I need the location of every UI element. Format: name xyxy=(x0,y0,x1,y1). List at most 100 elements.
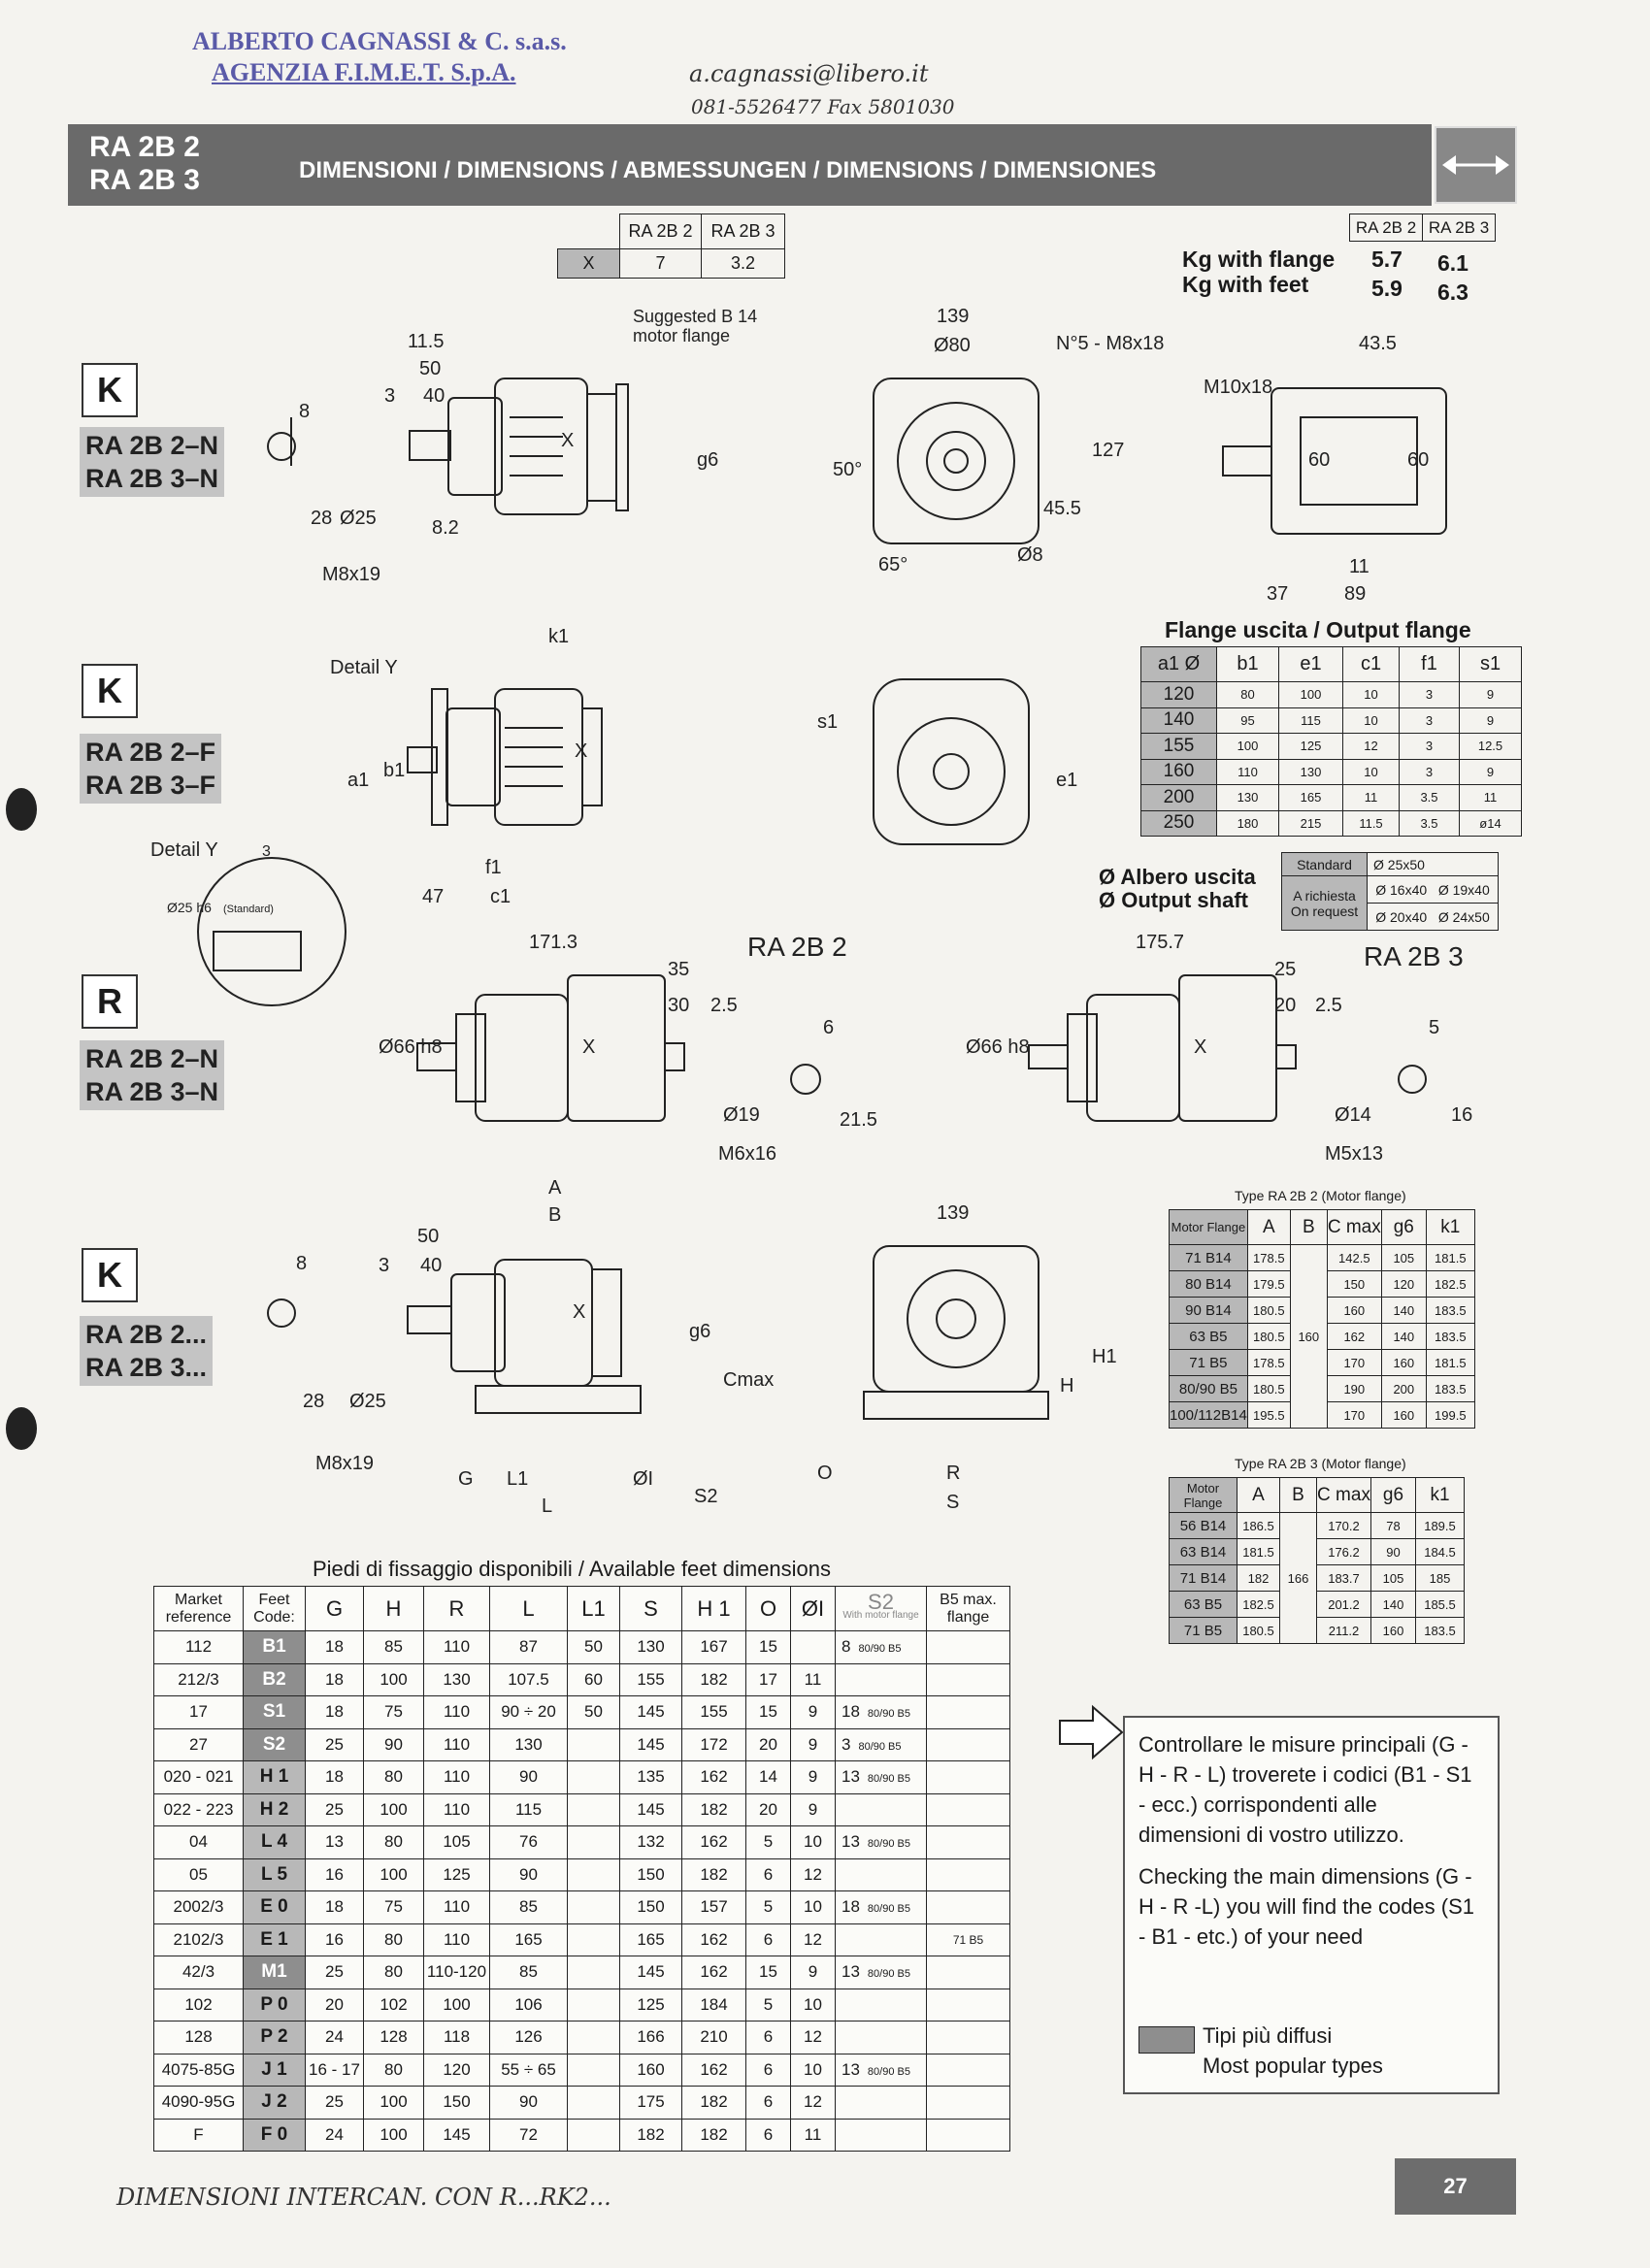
table-cell: 130 xyxy=(423,1662,490,1696)
col-header: g6 xyxy=(1370,1477,1416,1513)
table-cell: 4090-95G xyxy=(153,2086,244,2120)
table-cell: 178.5 xyxy=(1246,1349,1291,1376)
svg-text:L1: L1 xyxy=(507,1468,528,1490)
table-cell: 140 xyxy=(1380,1323,1427,1350)
table-cell: 120 xyxy=(1380,1270,1427,1298)
col-header: s1 xyxy=(1459,646,1522,682)
table-cell: 3 xyxy=(1399,707,1460,734)
table-cell xyxy=(567,2118,620,2152)
table-cell: 6 xyxy=(745,1857,791,1891)
motor-flange-cell: 56 B14 xyxy=(1169,1512,1238,1539)
table-cell: 20 xyxy=(305,1988,364,2021)
s2-cell xyxy=(835,1988,927,2021)
table-cell: 182 xyxy=(681,1662,746,1696)
legend-swatch xyxy=(1138,2026,1195,2054)
table-cell: 6 xyxy=(745,2086,791,2120)
drawing-k-n-top: 43.5 M10x18 60 60 11 37 89 xyxy=(1204,333,1447,605)
col-header: Market reference xyxy=(153,1586,244,1631)
svg-text:139: 139 xyxy=(937,306,969,327)
table-cell: 110-120 xyxy=(423,1956,490,1989)
b5-cell xyxy=(926,1857,1010,1891)
table-cell: 195.5 xyxy=(1246,1401,1291,1429)
col-header: O xyxy=(745,1586,791,1631)
svg-text:Cmax: Cmax xyxy=(723,1369,774,1391)
col-header: S xyxy=(619,1586,682,1631)
table-cell: 9 xyxy=(790,1760,836,1794)
table-cell: 132 xyxy=(619,1825,682,1859)
x-row-label: X xyxy=(557,248,620,279)
svg-text:RA 2B 2: RA 2B 2 xyxy=(747,932,847,962)
table-cell: 162 xyxy=(681,1760,746,1794)
svg-text:25: 25 xyxy=(1274,959,1296,980)
table-cell: 76 xyxy=(489,1825,568,1859)
table-cell: 180 xyxy=(1216,809,1279,837)
table-cell: 05 xyxy=(153,1857,244,1891)
table-cell: 165 xyxy=(1278,784,1343,811)
section-letter-k3: K xyxy=(82,1248,138,1302)
svg-text:60: 60 xyxy=(1407,449,1429,471)
section-model: RA 2B 3–N xyxy=(85,464,219,493)
table-cell: 182 xyxy=(681,1792,746,1826)
table-cell: 50 xyxy=(567,1695,620,1729)
svg-text:X: X xyxy=(1194,1036,1206,1058)
svg-text:RA 2B 3: RA 2B 3 xyxy=(1364,941,1464,971)
svg-text:S: S xyxy=(946,1492,959,1513)
table-cell: 5 xyxy=(745,1890,791,1924)
b5-cell xyxy=(926,1662,1010,1696)
table-cell: 182 xyxy=(619,2118,682,2152)
table-cell: 10 xyxy=(790,1825,836,1859)
table-cell: 90 xyxy=(489,1760,568,1794)
table-cell: 85 xyxy=(363,1630,424,1664)
shaft-request-values: Ø 16x40 Ø 19x40 xyxy=(1367,875,1499,904)
table-cell: 16 xyxy=(305,1923,364,1956)
col-header: C max xyxy=(1326,1209,1382,1245)
svg-text:21.5: 21.5 xyxy=(840,1109,877,1131)
weights-col: RA 2B 3 xyxy=(1422,214,1496,242)
table-cell: 17 xyxy=(153,1695,244,1729)
svg-text:8: 8 xyxy=(296,1253,307,1274)
table-cell: 155 xyxy=(619,1662,682,1696)
table-cell: 183.5 xyxy=(1425,1323,1475,1350)
table-cell: 212/3 xyxy=(153,1662,244,1696)
legend-label: Most popular types xyxy=(1203,2054,1383,2078)
svg-text:c1: c1 xyxy=(490,886,511,907)
motor-table-3-caption: Type RA 2B 3 (Motor flange) xyxy=(1235,1456,1406,1471)
b5-cell xyxy=(926,1956,1010,1989)
weight-row-flange: Kg with flange 5.7 6.1 xyxy=(1182,247,1522,276)
svg-text:B: B xyxy=(548,1204,561,1226)
weight-value: 5.9 xyxy=(1371,276,1402,301)
svg-text:50: 50 xyxy=(417,1226,439,1247)
table-cell: 20 xyxy=(745,1727,791,1761)
b5-cell xyxy=(926,1727,1010,1761)
table-cell: 9 xyxy=(1459,681,1522,708)
svg-text:H1: H1 xyxy=(1092,1346,1117,1367)
table-cell: 100 xyxy=(1278,681,1343,708)
model-code-2: RA 2B 3 xyxy=(89,164,200,196)
table-cell: 172 xyxy=(681,1727,746,1761)
table-cell: 2102/3 xyxy=(153,1923,244,1956)
table-cell: 100 xyxy=(363,1857,424,1891)
table-cell: 10 xyxy=(1342,758,1400,785)
col-header: k1 xyxy=(1425,1209,1475,1245)
col-header: b1 xyxy=(1216,646,1279,682)
col-header: A xyxy=(1237,1477,1280,1513)
svg-text:89: 89 xyxy=(1344,583,1366,605)
table-cell: 107.5 xyxy=(489,1662,568,1696)
dim-label: 3 xyxy=(384,385,395,407)
drawing-k-feet-front: 139 H1 H O R S xyxy=(817,1202,1117,1513)
svg-text:37: 37 xyxy=(1267,583,1288,605)
table-cell: 3 xyxy=(1399,733,1460,760)
b5-cell xyxy=(926,1760,1010,1794)
